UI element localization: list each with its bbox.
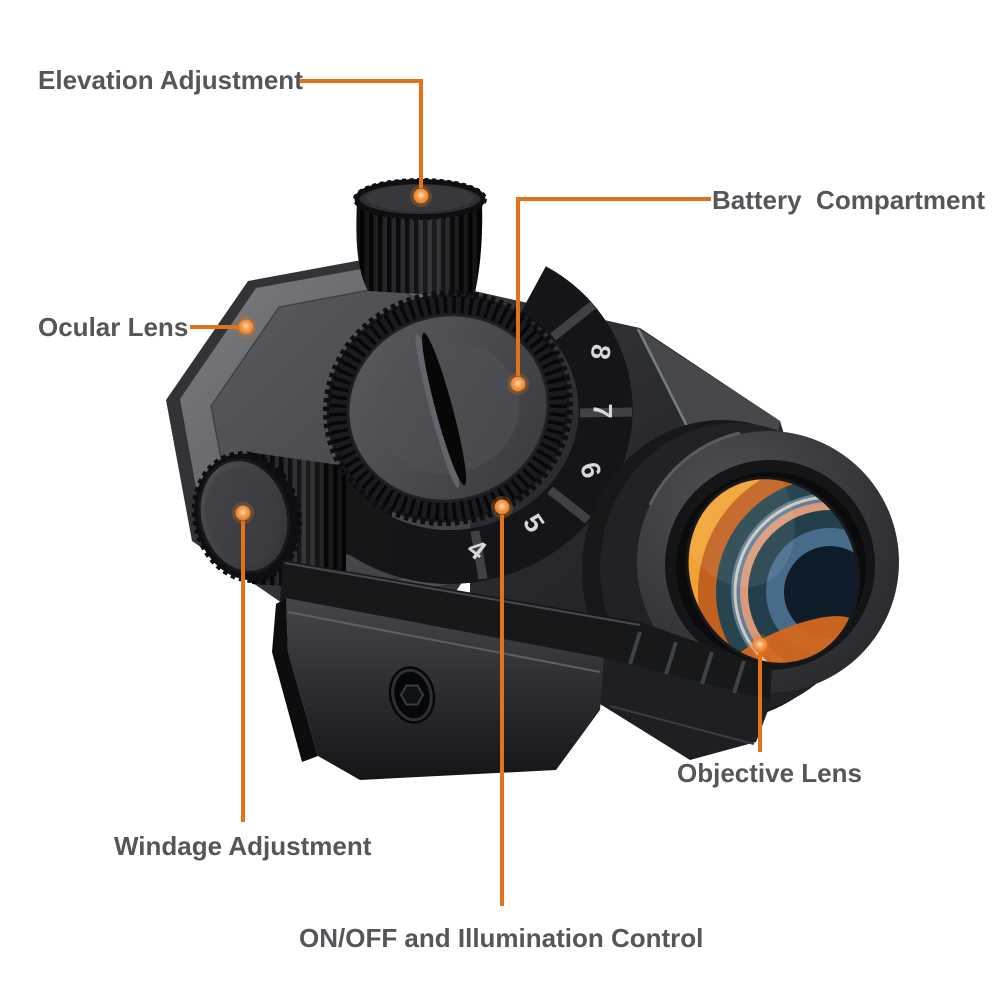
windage-adjustment-label: Windage Adjustment xyxy=(114,831,372,861)
hex-screw-ring xyxy=(391,668,433,722)
base-left-clamp xyxy=(272,598,318,762)
battery-cap-slot xyxy=(422,332,467,486)
dial-number-7: 7 xyxy=(588,403,618,418)
windage-turret xyxy=(191,451,392,590)
battery-cap xyxy=(323,289,573,527)
onoff-illumination-label: ON/OFF and Illumination Control xyxy=(299,923,704,953)
hex-screw-socket xyxy=(399,684,425,706)
ocular-callout-dot xyxy=(238,319,254,335)
elevation-turret-shading xyxy=(356,202,483,297)
objective-callout-dot xyxy=(752,637,768,653)
rail-dovetail-edge xyxy=(609,705,755,745)
base-face xyxy=(286,598,604,780)
windage-callout-dot xyxy=(235,505,251,521)
rail-grooves xyxy=(628,631,746,694)
battery-cap-teeth xyxy=(323,289,573,527)
illumination-dial-separators xyxy=(470,301,633,580)
elevation-callout-line xyxy=(300,79,423,188)
rail-right-section xyxy=(600,658,772,760)
callout-dots xyxy=(232,185,771,656)
onoff-callout-dot xyxy=(494,499,510,515)
base-bevel-line xyxy=(287,611,601,673)
objective-lens-rim xyxy=(685,476,861,666)
battery-cap-knurl-ring xyxy=(329,295,567,521)
dial-number-8: 8 xyxy=(585,342,617,361)
mount-base xyxy=(272,560,772,780)
objective-bezel-highlight xyxy=(648,431,741,506)
illumination-dial-band xyxy=(351,266,633,584)
ocular-lens-label: Ocular Lens xyxy=(38,312,189,342)
battery-callout-dot xyxy=(510,376,526,392)
illumination-dial: 8 7 6 5 4 xyxy=(351,266,633,584)
callouts xyxy=(190,79,762,906)
elevation-adjustment-label: Elevation Adjustment xyxy=(38,65,303,95)
battery-callout-line xyxy=(516,197,711,376)
rail-plate-edge xyxy=(284,562,641,626)
rail-plate xyxy=(280,560,772,700)
hex-screw xyxy=(388,666,436,724)
objective-lens-label: Objective Lens xyxy=(677,758,862,788)
battery-compartment-label: Battery Compartment xyxy=(712,185,986,215)
elevation-callout-dot xyxy=(413,188,429,204)
